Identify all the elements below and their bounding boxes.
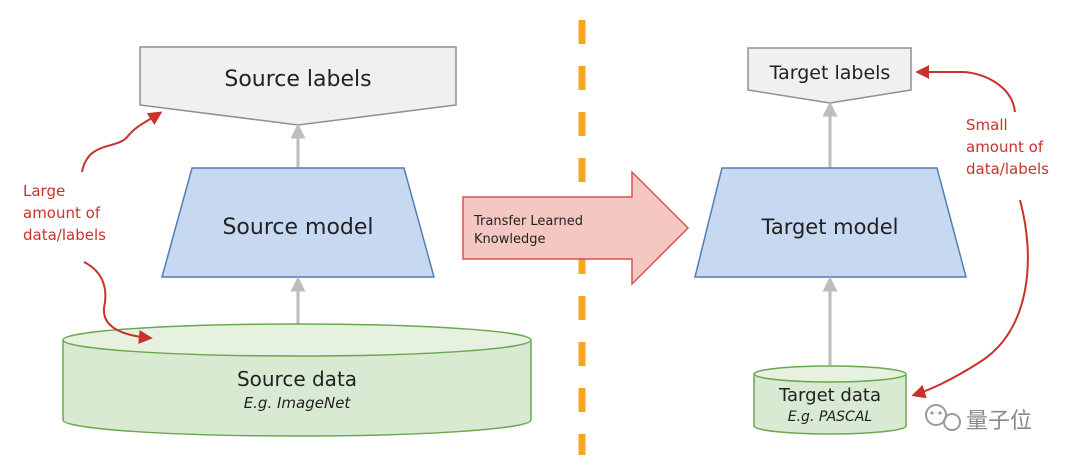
target-data-cylinder: Target data E.g. PASCAL <box>753 365 907 435</box>
large-amount-note: Large amount of data/labels <box>23 182 106 244</box>
watermark: 量子位 <box>925 404 1032 434</box>
small-amount-note: Small amount of data/labels <box>966 116 1049 178</box>
large-note-to-data-arrow <box>83 261 153 344</box>
transfer-text-line-2: Knowledge <box>474 232 545 247</box>
large-amount-line-3: data/labels <box>23 226 106 244</box>
small-amount-line-2: amount of <box>966 138 1044 156</box>
small-amount-line-1: Small <box>966 116 1008 134</box>
source-labels-box: Source labels <box>139 46 457 126</box>
large-amount-line-2: amount of <box>23 204 101 222</box>
target-labels-box: Target labels <box>747 47 912 104</box>
target-model-box: Target model <box>694 167 967 278</box>
small-amount-line-3: data/labels <box>966 160 1049 178</box>
large-note-to-labels-arrow <box>81 111 163 173</box>
transfer-arrow: Transfer Learned Knowledge <box>462 170 690 286</box>
large-amount-line-1: Large <box>23 182 65 200</box>
transfer-text-line-1: Transfer Learned <box>473 214 583 229</box>
source-data-example: E.g. ImageNet <box>244 394 352 412</box>
source-labels-text: Source labels <box>224 67 371 92</box>
target-data-text: Target data <box>778 385 881 406</box>
wechat-icon <box>925 404 961 431</box>
source-data-cylinder: Source data E.g. ImageNet <box>62 323 532 437</box>
source-data-text: Source data <box>237 367 357 391</box>
target-labels-text: Target labels <box>769 62 891 84</box>
target-data-example: E.g. PASCAL <box>788 409 872 425</box>
target-model-text: Target model <box>760 215 898 239</box>
small-note-to-data-arrow <box>911 199 1029 399</box>
watermark-text: 量子位 <box>966 409 1032 434</box>
source-model-text: Source model <box>222 215 373 240</box>
small-note-to-labels-arrow <box>915 65 1016 113</box>
source-model-box: Source model <box>161 167 435 278</box>
